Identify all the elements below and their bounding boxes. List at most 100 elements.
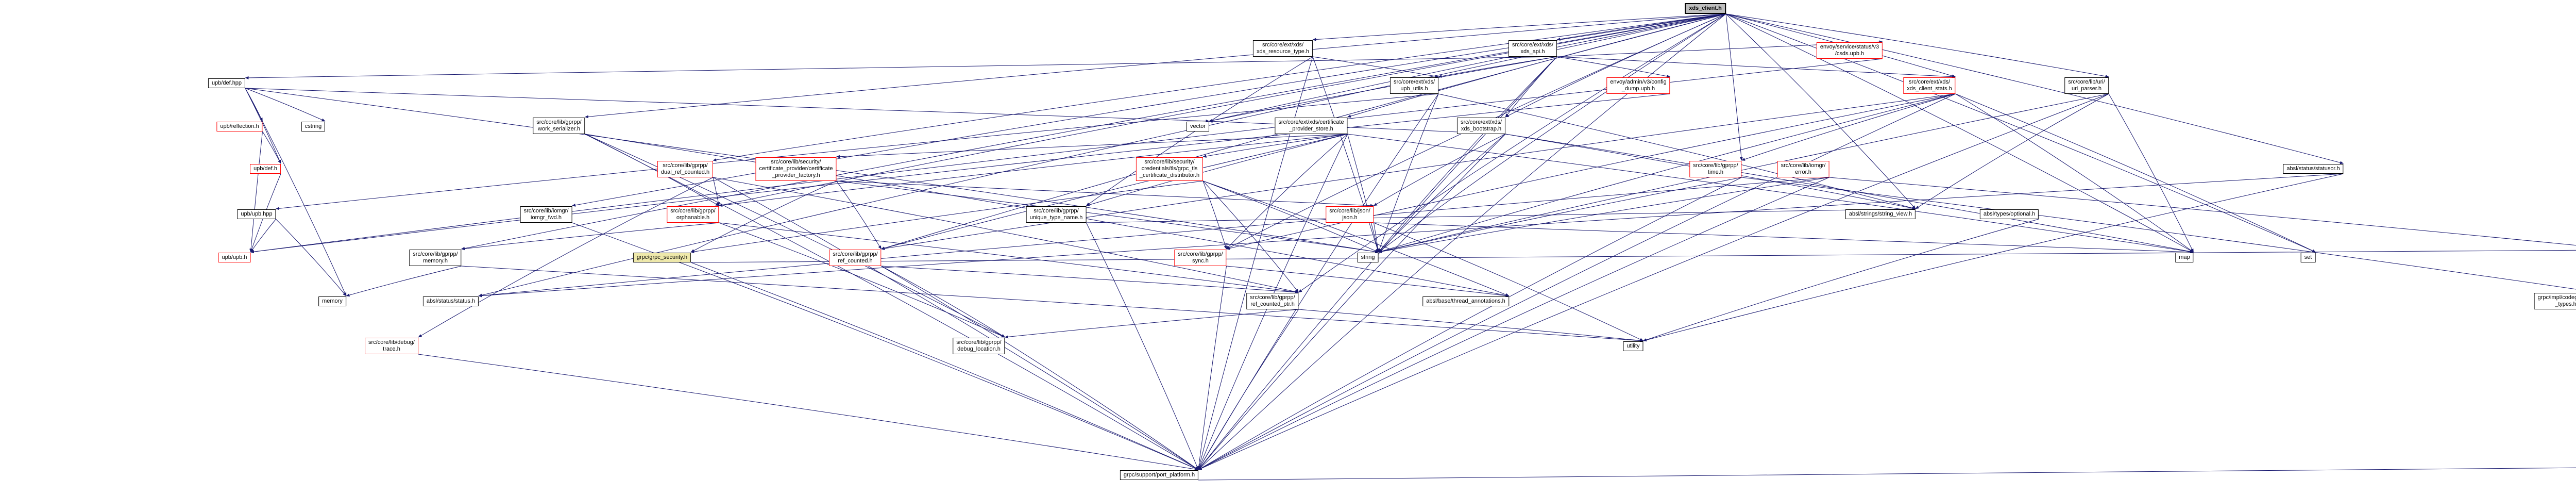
graph-edge (478, 177, 1829, 298)
graph-edge (1505, 13, 1726, 118)
graph-node-thread_annotations[interactable]: absl/base/thread_annotations.h (1422, 296, 1509, 307)
graph-edge (690, 262, 1199, 470)
graph-edge (1374, 222, 1380, 253)
graph-node-string[interactable]: string (1357, 253, 1379, 263)
graph-node-grpc_security[interactable]: grpc/grpc_security.h (633, 253, 691, 263)
graph-node-upb_h[interactable]: upb/upb.h (218, 253, 251, 263)
graph-node-gpr_types[interactable]: grpc/impl/codegen/gpr _types.h (2534, 293, 2576, 310)
graph-node-def_hpp[interactable]: upb/def.hpp (208, 78, 246, 89)
graph-node-client_stats[interactable]: src/core/ext/xds/ xds_client_stats.h (1903, 77, 1956, 94)
graph-node-cstring[interactable]: cstring (301, 122, 326, 132)
graph-edge (881, 134, 1348, 250)
graph-node-status[interactable]: absl/status/status.h (422, 296, 479, 307)
graph-node-statusor[interactable]: absl/status/statusor.h (2283, 164, 2344, 174)
graph-edge (1198, 177, 1829, 470)
graph-node-support_port[interactable]: grpc/support/port_platform.h (1120, 470, 1199, 481)
graph-node-memory[interactable]: memory (318, 296, 346, 307)
graph-node-time[interactable]: src/core/lib/gprpp/ time.h (1689, 161, 1742, 178)
graph-node-json[interactable]: src/core/lib/json/ json.h (1326, 206, 1374, 223)
graph-node-resource_type[interactable]: src/core/ext/xds/ xds_resource_type.h (1252, 40, 1313, 57)
graph-node-dual_ref[interactable]: src/core/lib/gprpp/ dual_ref_counted.h (657, 161, 714, 178)
graph-edge (1298, 309, 1643, 342)
graph-edge (276, 93, 1439, 210)
graph-node-cert_store[interactable]: src/core/ext/xds/certificate _provider_s… (1275, 118, 1348, 135)
graph-edge (1955, 93, 2194, 253)
graph-edge (1505, 56, 1557, 118)
graph-edge (1202, 134, 1348, 158)
graph-edge (346, 266, 462, 297)
graph-edge (1312, 56, 1439, 78)
graph-edge (245, 88, 1210, 123)
graph-edge (1556, 56, 1670, 78)
graph-edge (713, 177, 1299, 293)
graph-edge (881, 266, 1005, 338)
graph-edge (1086, 134, 1348, 207)
graph-edge (1312, 56, 1379, 253)
graph-edge (1378, 134, 1506, 253)
graph-node-distributor[interactable]: src/core/lib/security/ credentials/tls/g… (1136, 157, 1204, 181)
graph-node-main[interactable]: xds_client.h (1685, 3, 1726, 14)
graph-edge (1298, 13, 1726, 293)
graph-node-debug_location[interactable]: src/core/lib/gprpp/ debug_location.h (953, 338, 1005, 355)
graph-node-work_serializer[interactable]: src/core/lib/gprpp/ work_serializer.h (533, 118, 585, 135)
graph-node-string_view[interactable]: absl/strings/string_view.h (1845, 209, 1916, 220)
graph-node-unique_type[interactable]: src/core/lib/gprpp/ unique_type_name.h (1026, 206, 1087, 223)
graph-node-cert_factory[interactable]: src/core/lib/security/ certificate_provi… (755, 157, 837, 181)
graph-node-utility[interactable]: utility (1623, 341, 1643, 352)
graph-edge (1197, 266, 1227, 470)
graph-edge (1086, 207, 1916, 223)
graph-edge (1725, 13, 2194, 253)
graph-edge (690, 180, 837, 253)
graph-edge (1198, 467, 2576, 481)
graph-edge (713, 177, 1199, 470)
graph-node-trace[interactable]: src/core/lib/debug/ trace.h (365, 338, 418, 355)
graph-edge (1312, 13, 1726, 41)
graph-edge (1347, 134, 2194, 253)
graph-node-bootstrap[interactable]: src/core/ext/xds/ xds_bootstrap.h (1456, 118, 1506, 135)
graph-edge (836, 180, 1374, 207)
graph-node-config_dump[interactable]: envoy/admin/v3/config _dump.upb.h (1606, 77, 1670, 94)
graph-edge (690, 180, 1204, 253)
graph-node-ref_counted[interactable]: src/core/lib/gprpp/ ref_counted.h (829, 250, 882, 267)
graph-node-upb_hpp[interactable]: upb/upb.hpp (237, 209, 276, 220)
graph-edge (250, 93, 1670, 254)
graph-edge (1725, 13, 2109, 78)
graph-edge (713, 177, 720, 206)
graph-edge (1378, 177, 1829, 253)
graph-edge (1202, 180, 1227, 250)
graph-node-iomgr_fwd[interactable]: src/core/lib/iomgr/ iomgr_fwd.h (520, 206, 572, 223)
graph-node-ref_counted_ptr[interactable]: src/core/lib/gprpp/ ref_counted_ptr.h (1246, 293, 1299, 310)
graph-node-error[interactable]: src/core/lib/iomgr/ error.h (1777, 161, 1829, 178)
graph-edge (461, 266, 1643, 342)
graph-node-optional[interactable]: absl/types/optional.h (1979, 209, 2039, 220)
graph-node-vector[interactable]: vector (1187, 122, 1209, 132)
graph-node-reflection[interactable]: upb/reflection.h (216, 122, 263, 132)
graph-edge (1198, 177, 1742, 470)
graph-edge (1438, 93, 1916, 210)
graph-node-uri_parser[interactable]: src/core/lib/uri/ uri_parser.h (2064, 77, 2109, 94)
graph-node-gprpp_memory[interactable]: src/core/lib/gprpp/ memory.h (409, 250, 462, 267)
graph-node-orphanable[interactable]: src/core/lib/gprpp/ orphanable.h (667, 206, 719, 223)
graph-node-set[interactable]: set (2300, 253, 2316, 263)
graph-edge (1226, 134, 1348, 250)
graph-node-csds[interactable]: envoy/service/status/v3 /csds.upb.h (1816, 42, 1883, 59)
graph-edge (881, 93, 1956, 250)
graph-edge (461, 222, 719, 251)
graph-node-def_h[interactable]: upb/def.h (250, 164, 281, 174)
graph-node-sync[interactable]: src/core/lib/gprpp/ sync.h (1174, 250, 1227, 267)
graph-edge (245, 88, 326, 122)
graph-edge (1643, 173, 2344, 342)
graph-edge (881, 266, 1199, 470)
graph-node-upb_utils[interactable]: src/core/ext/xds/ upb_utils.h (1389, 77, 1439, 94)
graph-edge (1226, 266, 1510, 298)
graph-edge (2108, 93, 2194, 253)
graph-edge (1198, 309, 1299, 470)
graph-edge (1374, 222, 2194, 254)
graph-edge (1086, 222, 1199, 470)
graph-edge (585, 134, 1005, 338)
graph-node-xds_api[interactable]: src/core/ext/xds/ xds_api.h (1508, 40, 1557, 57)
graph-node-map[interactable]: map (2175, 253, 2194, 263)
graph-edge (1725, 13, 2344, 164)
